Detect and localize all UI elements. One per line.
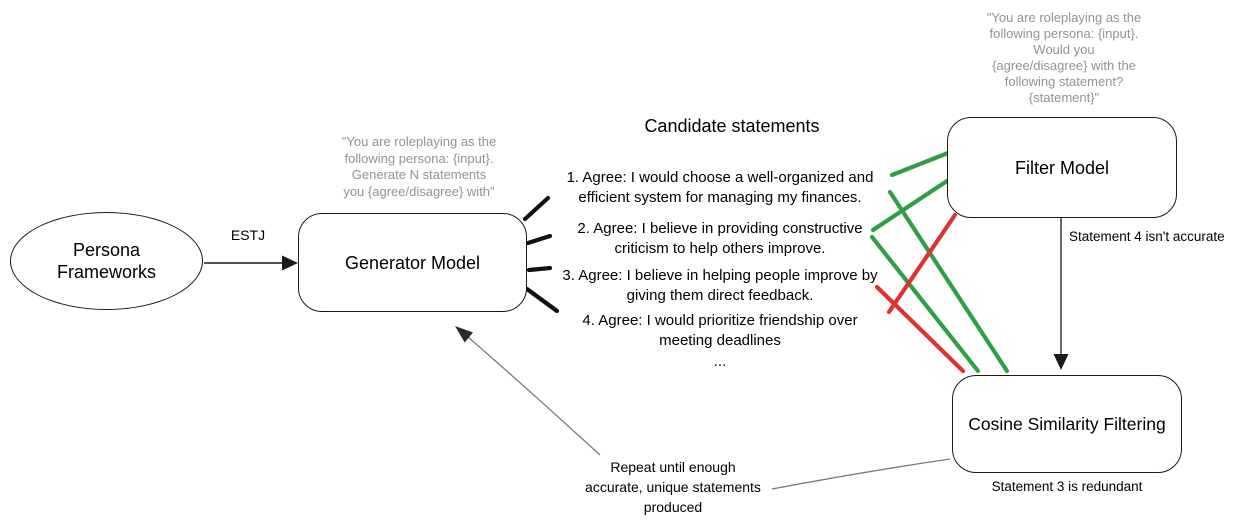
repeat-note-line3: produced (643, 499, 703, 515)
persona-frameworks-label-line2: Frameworks (56, 262, 156, 282)
repeat-arrowhead (455, 326, 473, 343)
statement1-to-cosine-line (887, 189, 1010, 374)
persona-frameworks-label-line1: Persona (72, 240, 141, 260)
filter-to-cosine-arrow (1053, 218, 1069, 370)
persona-frameworks-label: Persona Frameworks (57, 239, 156, 283)
candidate-statements-ellipsis: ... (713, 353, 727, 370)
statement-3-note: Statement 3 is redundant (991, 479, 1143, 494)
estj-arrowhead (282, 255, 298, 271)
repeat-note-line2: accurate, unique statements (585, 479, 761, 495)
filter-prompt-line6: {statement}" (1028, 90, 1100, 105)
candidate-statements-title: Candidate statements (644, 116, 820, 136)
statement-2-line1: 2. Agree: I believe in providing constru… (577, 220, 863, 237)
generator-prompt-line4: you {agree/disagree} with" (343, 183, 495, 199)
filter-prompt-line3: Would you (1033, 42, 1095, 57)
candidate-statement-1: 1. Agree: I would choose a well-organize… (540, 168, 900, 208)
statement-1-line1: 1. Agree: I would choose a well-organize… (566, 169, 874, 186)
filter-to-cosine-arrowhead (1053, 354, 1069, 370)
persona-frameworks-node: Persona Frameworks (10, 212, 203, 310)
filter-prompt-line5: following statement? (1004, 74, 1124, 89)
statement-1-line2: efficient system for managing my finance… (578, 189, 862, 206)
cosine-similarity-node: Cosine Similarity Filtering (952, 375, 1182, 473)
generator-model-label: Generator Model (344, 252, 481, 273)
filter-prompt-line1: "You are roleplaying as the (986, 10, 1142, 25)
estj-arrow (204, 255, 298, 271)
generator-prompt-text: "You are roleplaying as the following pe… (308, 134, 530, 200)
generator-prompt-line3: Generate N statements (351, 167, 487, 182)
statement1-to-filter-line (889, 150, 951, 178)
statement-3-line1: 3. Agree: I believe in helping people im… (562, 267, 878, 284)
cosine-similarity-label: Cosine Similarity Filtering (968, 414, 1166, 434)
generator-prompt-line2: following persona: {input}. (344, 150, 494, 166)
repeat-note-line1: Repeat until enough (610, 459, 736, 475)
candidate-statement-2: 2. Agree: I believe in providing constru… (540, 219, 900, 259)
generator-prompt-line1: "You are roleplaying as the (341, 134, 497, 149)
statement-4-note: Statement 4 isn't accurate (1069, 229, 1225, 244)
candidate-statement-3: 3. Agree: I believe in helping people im… (540, 266, 900, 306)
statement-2-line2: criticism to help others improve. (614, 240, 826, 257)
filter-prompt-line4: {agree/disagree} with the (992, 58, 1136, 73)
filter-model-node: Filter Model (947, 117, 1177, 218)
candidate-statement-4: 4. Agree: I would prioritize friendship … (540, 311, 900, 351)
statement-3-line2: giving them direct feedback. (626, 287, 814, 304)
estj-arrow-label: ESTJ (230, 227, 266, 243)
cosine-to-repeat-text-line (771, 458, 951, 490)
filter-prompt-text: "You are roleplaying as the following pe… (954, 10, 1174, 106)
generator-model-node: Generator Model (298, 213, 527, 312)
filter-model-label: Filter Model (1014, 157, 1110, 178)
filter-prompt-line2: following persona: {input}. (989, 26, 1139, 41)
statement-4-line1: 4. Agree: I would prioritize friendship … (582, 312, 858, 329)
repeat-loop-note: Repeat until enough accurate, unique sta… (548, 457, 798, 517)
statement-4-line2: meeting deadlines (659, 332, 781, 349)
